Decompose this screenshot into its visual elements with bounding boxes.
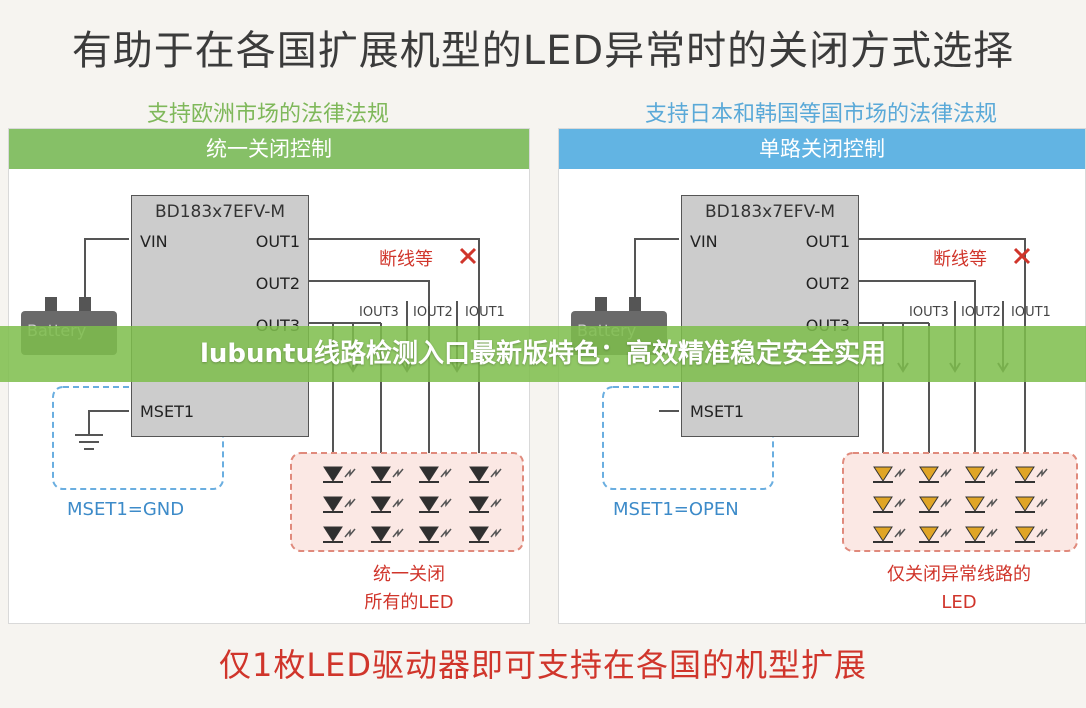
footer-caption: 仅1枚LED驱动器即可支持在各国的机型扩展 xyxy=(218,646,868,684)
left-chip-name: BD183x7EFV-M xyxy=(154,202,286,222)
overlay-banner: lubuntu线路检测入口最新版特色：高效精准稳定安全实用 xyxy=(0,326,1086,382)
left-pin-mset: MSET1 xyxy=(140,402,195,421)
light-ray-icon xyxy=(392,468,404,478)
light-ray-icon xyxy=(344,498,356,508)
left-led-note: 统一关闭 所有的LED xyxy=(299,561,519,617)
left-led-array xyxy=(323,466,502,543)
light-ray-icon xyxy=(392,498,404,508)
right-led-array xyxy=(873,466,1048,543)
right-chip-name: BD183x7EFV-M xyxy=(704,202,836,222)
left-pin-out2: OUT2 xyxy=(255,274,300,293)
led-icon xyxy=(873,466,893,482)
light-ray-icon xyxy=(894,498,906,508)
light-ray-icon xyxy=(986,468,998,478)
right-panel-header: 单路关闭控制 xyxy=(559,129,1085,169)
right-current-3: IOUT3 xyxy=(909,305,949,320)
led-icon xyxy=(873,496,893,512)
light-ray-icon xyxy=(894,528,906,538)
led-icon xyxy=(965,496,985,512)
led-icon xyxy=(1015,466,1035,482)
break-x-icon xyxy=(1013,247,1031,265)
led-icon xyxy=(419,496,439,512)
light-ray-icon xyxy=(986,528,998,538)
left-break-label: 断线等 xyxy=(379,249,433,270)
led-icon xyxy=(919,496,939,512)
right-pin-out2: OUT2 xyxy=(805,274,850,293)
left-led-note-line2: 所有的LED xyxy=(364,592,454,613)
right-mset-note: MSET1=OPEN xyxy=(613,499,739,520)
led-icon xyxy=(965,466,985,482)
led-icon xyxy=(469,526,489,542)
light-ray-icon xyxy=(1036,468,1048,478)
light-ray-icon xyxy=(344,528,356,538)
led-icon xyxy=(873,526,893,542)
led-icon xyxy=(1015,526,1035,542)
left-mset-note: MSET1=GND xyxy=(67,499,185,520)
left-subtitle: 支持欧洲市场的法律法规 xyxy=(146,102,389,127)
light-ray-icon xyxy=(344,468,356,478)
right-pin-mset: MSET1 xyxy=(690,402,745,421)
led-icon xyxy=(323,466,343,482)
light-ray-icon xyxy=(490,498,502,508)
led-icon xyxy=(1015,496,1035,512)
right-current-1: IOUT1 xyxy=(1011,305,1051,320)
led-icon xyxy=(371,466,391,482)
right-led-note-line1: 仅关闭异常线路的 xyxy=(887,564,1031,585)
led-icon xyxy=(469,496,489,512)
light-ray-icon xyxy=(986,498,998,508)
light-ray-icon xyxy=(440,498,452,508)
led-icon xyxy=(323,496,343,512)
light-ray-icon xyxy=(940,498,952,508)
break-x-icon xyxy=(459,247,477,265)
light-ray-icon xyxy=(940,468,952,478)
light-ray-icon xyxy=(490,468,502,478)
right-pin-vin: VIN xyxy=(690,232,718,251)
left-pin-vin: VIN xyxy=(140,232,168,251)
led-icon xyxy=(919,466,939,482)
right-pin-out1: OUT1 xyxy=(805,232,850,251)
led-icon xyxy=(419,466,439,482)
light-ray-icon xyxy=(894,468,906,478)
led-icon xyxy=(965,526,985,542)
light-ray-icon xyxy=(940,528,952,538)
right-current-2: IOUT2 xyxy=(961,305,1001,320)
light-ray-icon xyxy=(490,528,502,538)
page-title: 有助于在各国扩展机型的LED异常时的关闭方式选择 xyxy=(71,28,1015,74)
right-break-label: 断线等 xyxy=(933,249,987,270)
light-ray-icon xyxy=(440,528,452,538)
right-led-note-line2: LED xyxy=(941,592,977,613)
right-led-note: 仅关闭异常线路的 LED xyxy=(839,561,1079,617)
led-icon xyxy=(323,526,343,542)
light-ray-icon xyxy=(392,528,404,538)
left-current-3: IOUT3 xyxy=(359,305,399,320)
right-subtitle: 支持日本和韩国等国市场的法律法规 xyxy=(644,102,997,127)
led-icon xyxy=(469,466,489,482)
led-icon xyxy=(371,496,391,512)
left-panel-header: 统一关闭控制 xyxy=(9,129,529,169)
led-icon xyxy=(419,526,439,542)
left-current-2: IOUT2 xyxy=(413,305,453,320)
light-ray-icon xyxy=(1036,498,1048,508)
led-icon xyxy=(919,526,939,542)
light-ray-icon xyxy=(1036,528,1048,538)
light-ray-icon xyxy=(440,468,452,478)
left-led-note-line1: 统一关闭 xyxy=(373,564,445,585)
led-icon xyxy=(371,526,391,542)
right-chip: BD183x7EFV-M VIN OUT1 OUT2 OUT3 MSET1 xyxy=(681,195,859,437)
left-chip: BD183x7EFV-M VIN OUT1 OUT2 OUT3 MSET1 xyxy=(131,195,309,437)
left-current-1: IOUT1 xyxy=(465,305,505,320)
left-pin-out1: OUT1 xyxy=(255,232,300,251)
ground-icon xyxy=(75,434,103,450)
